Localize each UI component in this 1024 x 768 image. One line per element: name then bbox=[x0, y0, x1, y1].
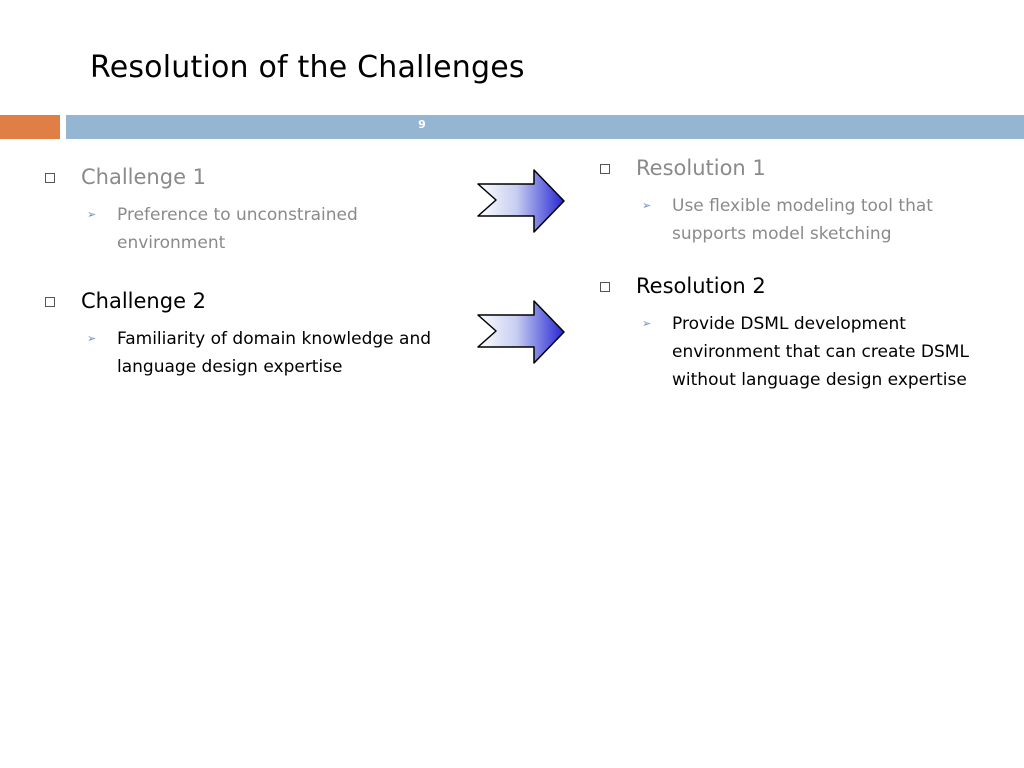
square-bullet-icon bbox=[45, 297, 55, 307]
challenge-2-detail: Familiarity of domain knowledge and lang… bbox=[117, 329, 432, 377]
arrow-bullet-icon: ➢ bbox=[87, 332, 97, 345]
resolution-2-detail: Provide DSML development environment tha… bbox=[672, 314, 969, 390]
resolution-1-heading: Resolution 1 bbox=[636, 156, 766, 180]
slide-number: 9 bbox=[418, 118, 426, 131]
resolution-1: Resolution 1 ➢ Use flexible modeling too… bbox=[600, 154, 1010, 248]
challenge-2-heading: Challenge 2 bbox=[81, 289, 207, 313]
resolution-2-heading: Resolution 2 bbox=[636, 274, 766, 298]
arrow-bullet-icon: ➢ bbox=[642, 317, 652, 330]
square-bullet-icon bbox=[600, 282, 610, 292]
challenge-1-detail: Preference to unconstrained environment bbox=[117, 205, 358, 253]
arrow-bullet-icon: ➢ bbox=[642, 199, 652, 212]
challenge-1: Challenge 1 ➢ Preference to unconstraine… bbox=[45, 163, 435, 257]
right-arrow-icon bbox=[477, 300, 565, 364]
header-bar-blue bbox=[66, 115, 1024, 139]
resolutions-column: Resolution 1 ➢ Use flexible modeling too… bbox=[600, 154, 1010, 394]
right-arrow-icon bbox=[477, 169, 565, 233]
challenge-2: Challenge 2 ➢ Familiarity of domain know… bbox=[45, 287, 435, 381]
challenge-1-heading: Challenge 1 bbox=[81, 165, 207, 189]
header-bar-orange bbox=[0, 115, 60, 139]
challenges-column: Challenge 1 ➢ Preference to unconstraine… bbox=[45, 163, 435, 381]
square-bullet-icon bbox=[600, 164, 610, 174]
slide-title: Resolution of the Challenges bbox=[90, 50, 525, 85]
square-bullet-icon bbox=[45, 173, 55, 183]
arrow-bullet-icon: ➢ bbox=[87, 208, 97, 221]
resolution-1-detail: Use flexible modeling tool that supports… bbox=[672, 196, 933, 244]
resolution-2: Resolution 2 ➢ Provide DSML development … bbox=[600, 272, 1010, 394]
